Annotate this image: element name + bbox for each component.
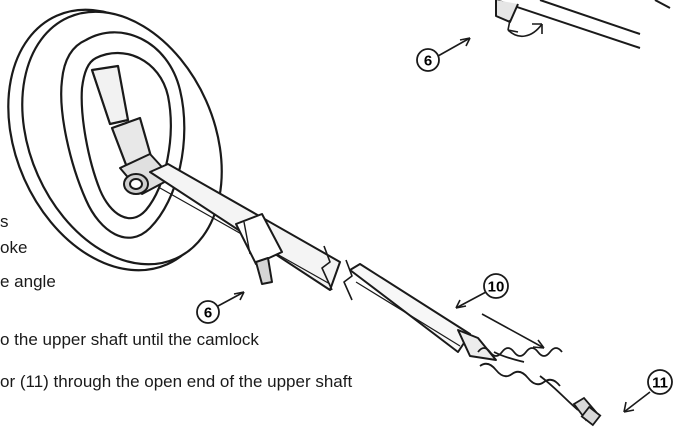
search-coil — [7, 8, 223, 272]
svg-text:6: 6 — [204, 305, 212, 322]
text-fragment-5: or (11) through the open end of the uppe… — [0, 372, 353, 391]
arrow-eleven — [623, 391, 651, 413]
text-fragment-1: s — [0, 212, 9, 231]
rotation-arrow — [507, 23, 543, 37]
callout-6-bottom: 6 — [196, 300, 220, 324]
callout-10: 10 — [483, 273, 509, 299]
svg-text:11: 11 — [652, 375, 668, 392]
text-fragment-2: oke — [0, 238, 28, 257]
text-fragment-4: o the upper shaft until the camlock — [0, 330, 259, 349]
coil-cable — [477, 347, 579, 411]
arrow-ten — [455, 291, 487, 309]
upper-shaft — [349, 263, 497, 361]
connector — [572, 396, 602, 427]
arrow-six-bottom — [217, 291, 245, 307]
callout-arrows — [217, 19, 651, 413]
arrow-insert — [481, 313, 545, 349]
arrow-six-top — [437, 37, 471, 57]
svg-text:6: 6 — [424, 53, 432, 70]
lower-shaft — [119, 153, 353, 301]
callout-6-top: 6 — [416, 48, 440, 72]
callout-11: 11 — [647, 369, 673, 395]
svg-text:10: 10 — [488, 279, 505, 296]
text-fragment-3: e angle — [0, 272, 56, 291]
armrest-partial — [495, 0, 671, 49]
